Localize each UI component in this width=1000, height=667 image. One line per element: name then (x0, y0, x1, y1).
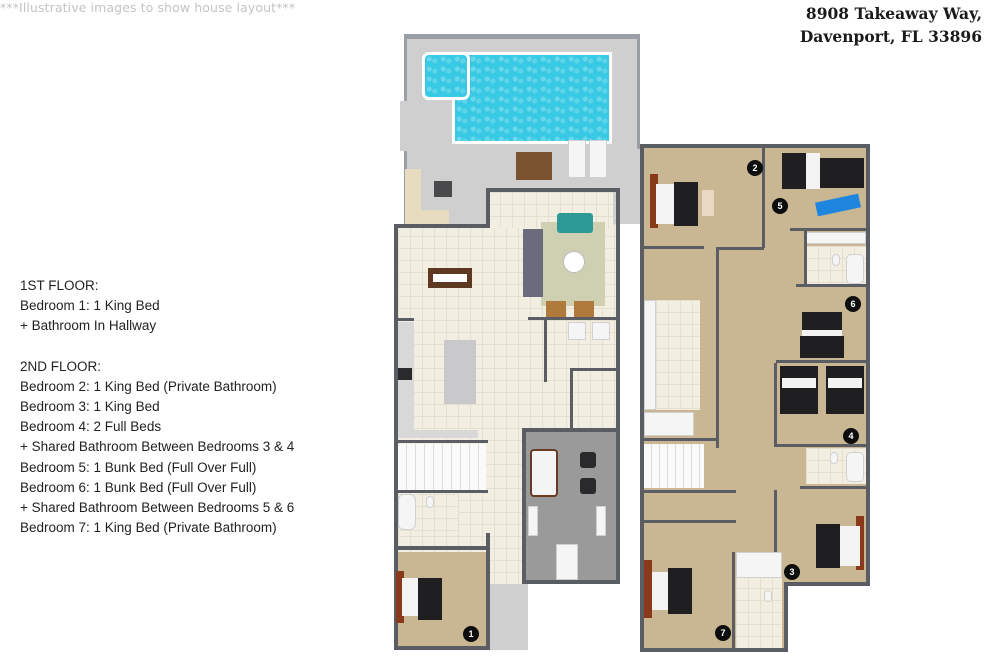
hallway-bathroom (398, 494, 458, 532)
bunk-bed (782, 153, 806, 189)
legend-item: + Shared Bathroom Between Bedrooms 5 & 6 (20, 500, 295, 516)
washer (568, 322, 586, 340)
address-line-2: Davenport, FL 33896 (799, 27, 982, 46)
desk (528, 506, 538, 536)
toilet (832, 254, 840, 266)
armchair (580, 478, 596, 494)
toilet (426, 496, 434, 508)
dining-table (428, 268, 472, 288)
outdoor-sofa (405, 169, 421, 225)
sofa (523, 229, 543, 297)
legend-item: Bedroom 3: 1 King Bed (20, 399, 160, 415)
bedroom-1 (398, 552, 486, 648)
bedroom-badge: 5 (772, 198, 788, 214)
first-floor-heading: 1ST FLOOR: (20, 278, 99, 293)
bedroom-badge: 6 (845, 296, 861, 312)
great-room (398, 224, 620, 584)
air-hockey-table (530, 449, 558, 497)
disclaimer-text: ***Illustrative images to show house lay… (0, 0, 296, 15)
bedroom-badge: 4 (843, 428, 859, 444)
sun-lounger (589, 140, 607, 178)
spa (422, 52, 470, 100)
legend-item: Bedroom 5: 1 Bunk Bed (Full Over Full) (20, 459, 257, 475)
bedroom-7-bathroom (736, 552, 782, 648)
kitchen-counter (398, 322, 414, 434)
shower (736, 552, 782, 578)
king-bed (418, 578, 442, 620)
stove (398, 368, 412, 380)
outdoor-dining-table (516, 152, 552, 180)
game-room (526, 432, 616, 580)
bedroom-2-bathroom (644, 300, 700, 410)
area-rug (541, 222, 605, 306)
slide (815, 193, 861, 217)
legend-item: Bedroom 4: 2 Full Beds (20, 419, 162, 435)
bathtub (398, 494, 416, 530)
king-bed (674, 182, 698, 226)
address-line-1: 8908 Takeaway Way, (805, 4, 982, 23)
legend-item: + Shared Bathroom Between Bedrooms 3 & 4 (20, 439, 295, 455)
property-address: 8908 Takeaway Way, Davenport, FL 33896 (800, 2, 982, 48)
coffee-table (563, 251, 585, 273)
bathtub (644, 412, 694, 436)
legend-item: Bedroom 7: 1 King Bed (Private Bathroom) (20, 520, 277, 536)
shared-bathroom-3-4 (806, 448, 866, 484)
king-bed (816, 524, 840, 568)
legend-item: + Bathroom In Hallway (20, 318, 157, 334)
bathtub (846, 452, 864, 482)
full-bed (826, 366, 864, 414)
bedroom-badge: 2 (747, 160, 763, 176)
ottoman (557, 213, 593, 233)
armchair (580, 452, 596, 468)
shared-bathroom-5-6 (806, 246, 866, 284)
legend-item: Bedroom 2: 1 King Bed (Private Bathroom) (20, 378, 277, 394)
staircase (644, 444, 704, 488)
bedroom-badge: 7 (715, 625, 731, 641)
king-bed (668, 568, 692, 614)
pool-deck (404, 34, 640, 224)
legend-item: Bedroom 6: 1 Bunk Bed (Full Over Full) (20, 479, 257, 495)
game-table (556, 544, 578, 580)
staircase (398, 444, 486, 490)
toilet (830, 452, 838, 464)
toilet (764, 590, 772, 602)
kitchen-island (444, 340, 476, 404)
bunk-bed (802, 312, 842, 330)
full-bed (780, 366, 818, 414)
bedroom-badge: 3 (784, 564, 800, 580)
bedroom-badge: 1 (463, 626, 479, 642)
pool (452, 52, 612, 144)
second-floor-heading: 2ND FLOOR: (20, 358, 102, 374)
legend-item: Bedroom 1: 1 King Bed (20, 298, 160, 314)
bathtub (846, 254, 864, 284)
front-porch (490, 584, 528, 650)
dryer (592, 322, 610, 340)
desk (596, 506, 606, 536)
sun-lounger (568, 140, 586, 178)
bedroom-legend: 1ST FLOOR: Bedroom 1: 1 King Bed + Bathr… (20, 276, 294, 538)
